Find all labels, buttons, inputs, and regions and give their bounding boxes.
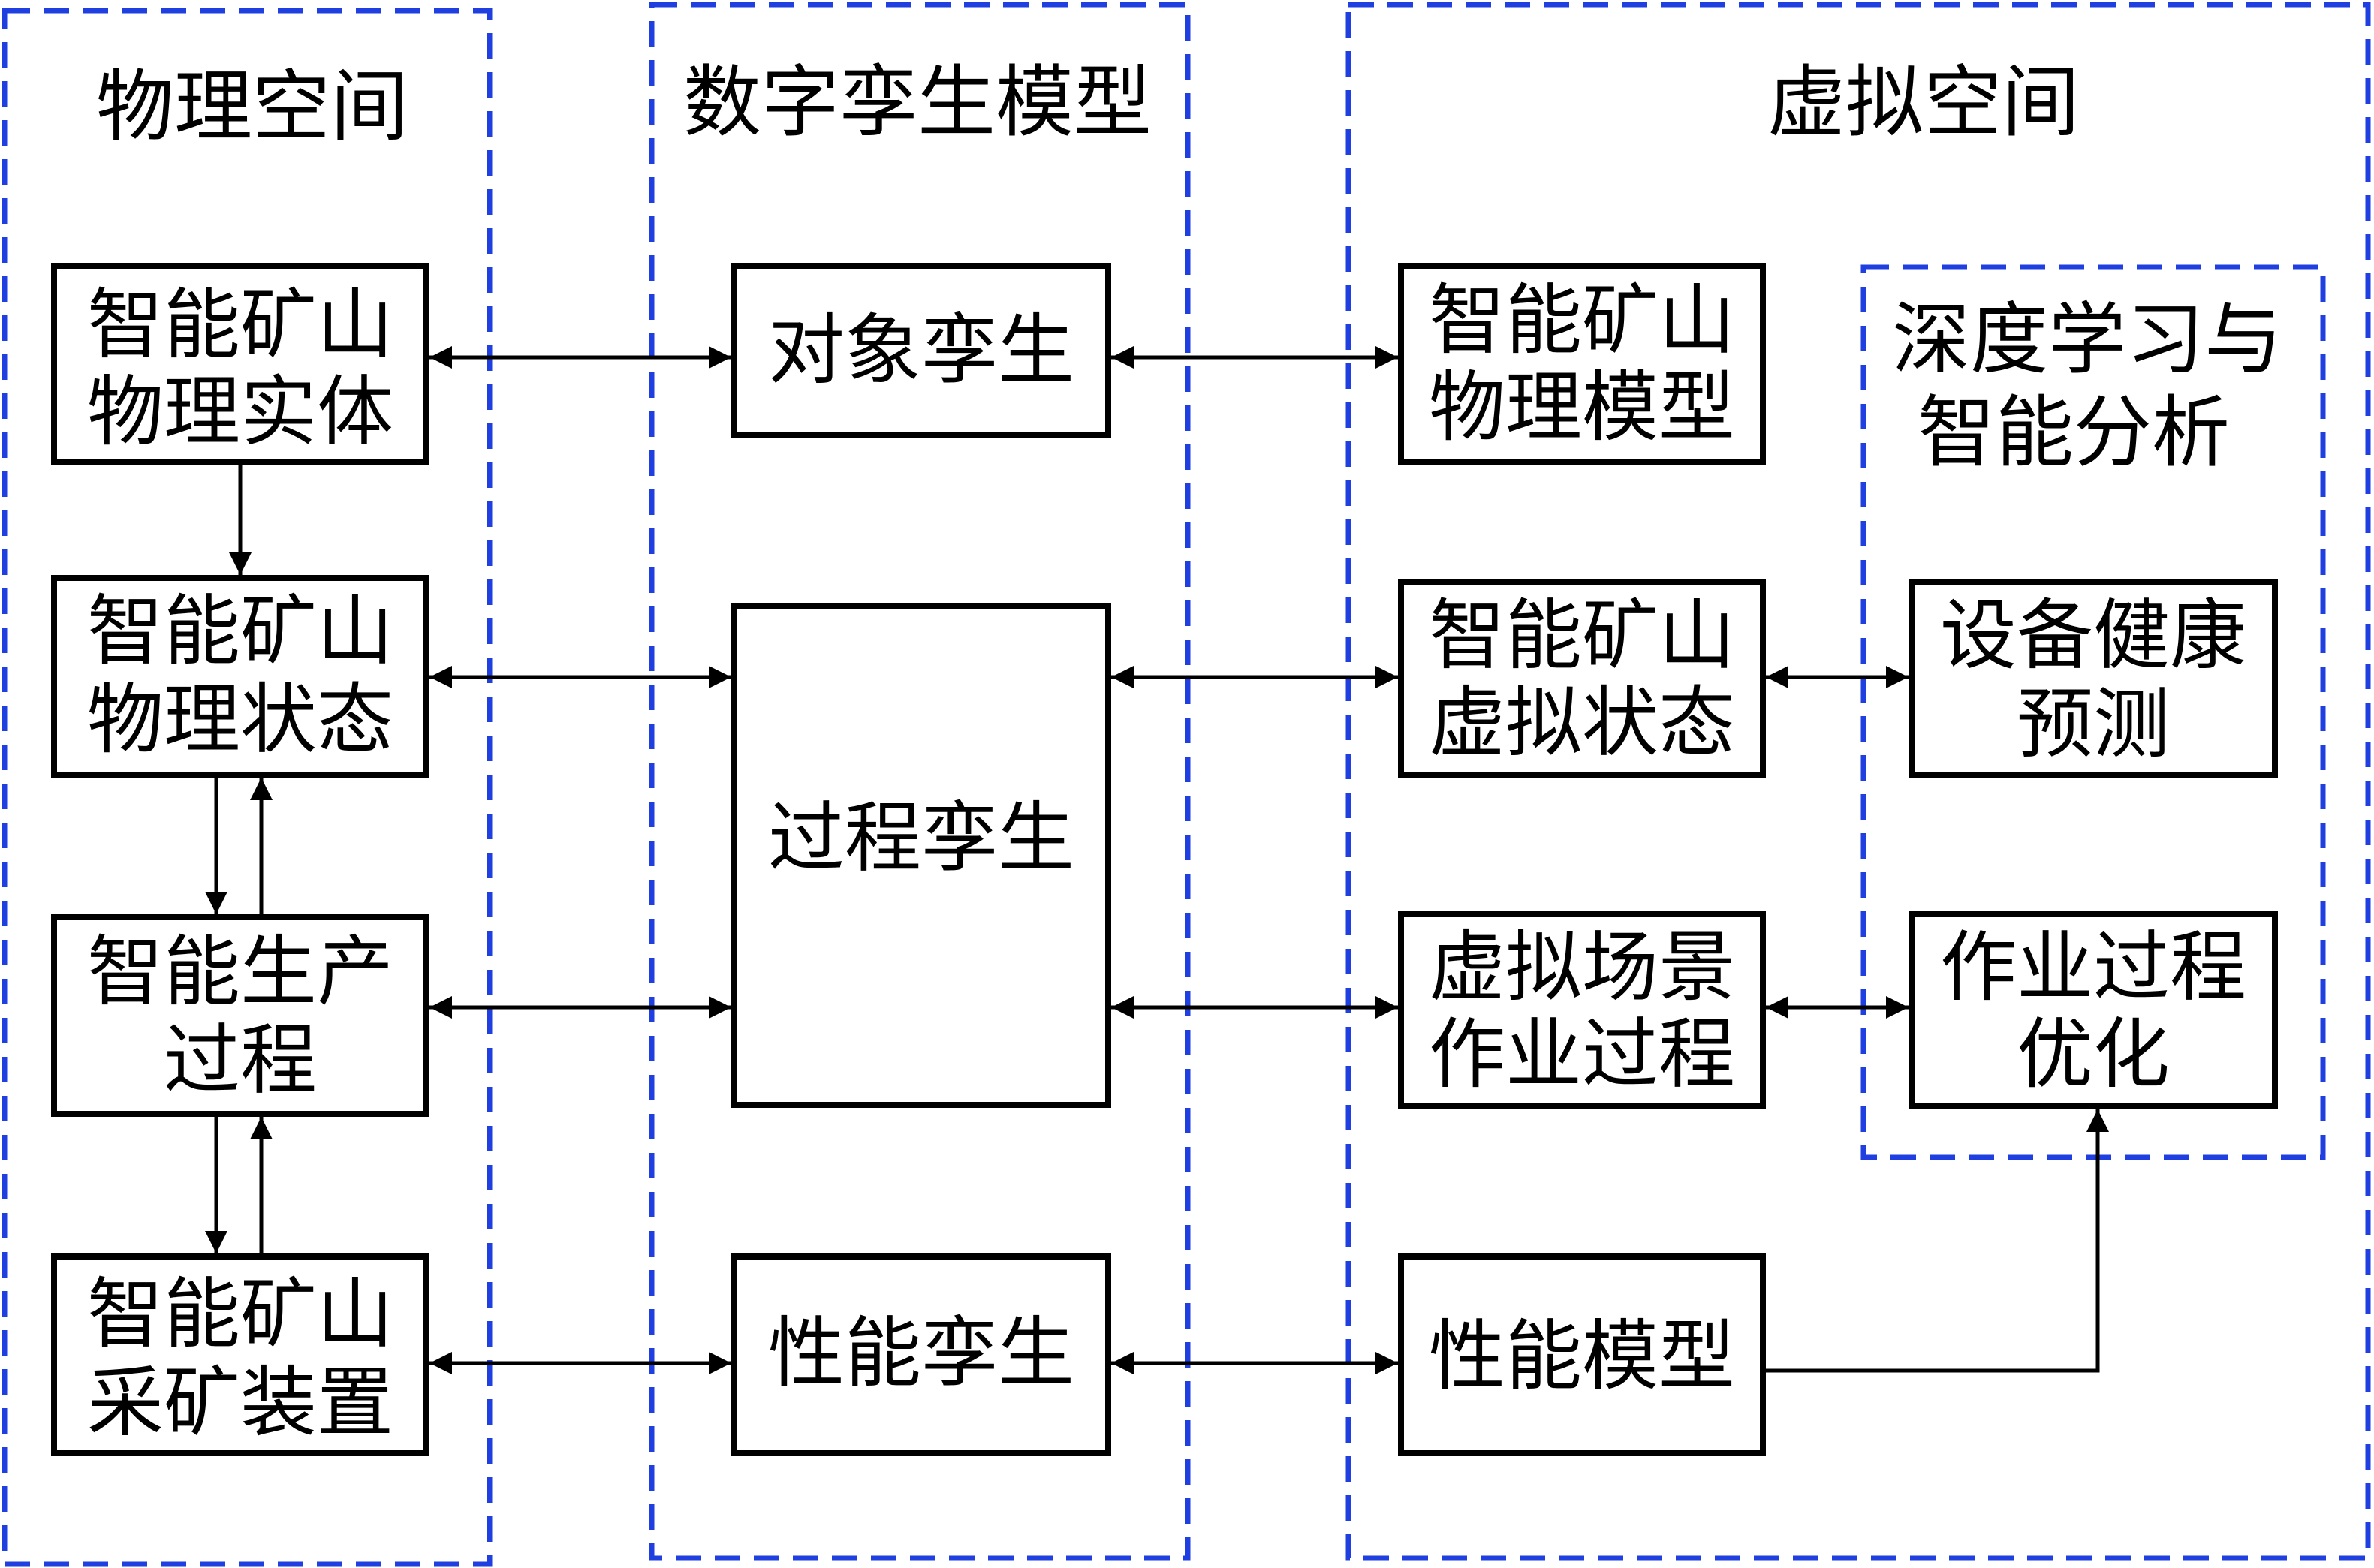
box-label: 过程孪生 xyxy=(768,794,1074,883)
ai-analysis-title-line1: 深度学习与 xyxy=(1892,293,2282,385)
box-label: 智能矿山 xyxy=(87,1270,393,1359)
feedback-arrow xyxy=(1764,1109,2109,1373)
box-label: 设备健康 xyxy=(1940,591,2246,681)
box-scene-process: 虚拟场景 作业过程 xyxy=(1398,911,1766,1109)
ai-analysis-title-line2: 智能分析 xyxy=(1918,387,2230,478)
box-label: 作业过程 xyxy=(1429,1010,1735,1100)
box-label: 物理模型 xyxy=(1429,363,1735,453)
box-label: 采矿装置 xyxy=(87,1359,393,1448)
box-label: 过程 xyxy=(164,1016,317,1106)
box-health-prediction: 设备健康 预测 xyxy=(1909,579,2278,778)
box-virtual-state: 智能矿山 虚拟状态 xyxy=(1398,579,1766,778)
physical-space-title: 物理空间 xyxy=(96,61,408,152)
box-label: 物理状态 xyxy=(87,676,393,765)
physical-space-zone xyxy=(2,8,493,1567)
box-process-twin: 过程孪生 xyxy=(731,603,1111,1108)
box-label: 智能生产 xyxy=(87,928,393,1017)
box-object-twin: 对象孪生 xyxy=(731,263,1111,438)
twin-model-title: 数字孪生模型 xyxy=(683,56,1152,148)
box-process-optimization: 作业过程 优化 xyxy=(1909,911,2278,1109)
box-label: 智能矿山 xyxy=(87,587,393,676)
box-physical-model: 智能矿山 物理模型 xyxy=(1398,263,1766,465)
box-label: 智能矿山 xyxy=(87,281,393,370)
box-label: 对象孪生 xyxy=(768,306,1074,396)
ai-analysis-zone xyxy=(1860,264,2326,1160)
twin-model-zone xyxy=(649,2,1191,1561)
box-mining-device: 智能矿山 采矿装置 xyxy=(51,1253,429,1456)
box-label: 作业过程 xyxy=(1940,923,2246,1013)
box-production-process: 智能生产 过程 xyxy=(51,914,429,1117)
box-label: 预测 xyxy=(2017,680,2170,769)
box-physical-state: 智能矿山 物理状态 xyxy=(51,575,429,778)
virtual-space-title: 虚拟空间 xyxy=(1767,56,2080,148)
box-label: 虚拟状态 xyxy=(1429,679,1735,768)
box-physical-entity: 智能矿山 物理实体 xyxy=(51,263,429,465)
box-performance-model: 性能模型 xyxy=(1398,1253,1766,1456)
box-label: 优化 xyxy=(2017,1010,2170,1100)
box-label: 物理实体 xyxy=(87,368,393,457)
box-label: 性能模型 xyxy=(1429,1312,1735,1401)
box-label: 智能矿山 xyxy=(1429,276,1735,366)
connectors xyxy=(205,346,2109,1374)
virtual-space-zone xyxy=(1345,2,2371,1561)
box-label: 性能孪生 xyxy=(768,1309,1074,1398)
box-performance-twin: 性能孪生 xyxy=(731,1253,1111,1456)
box-label: 虚拟场景 xyxy=(1429,923,1735,1013)
box-label: 智能矿山 xyxy=(1429,591,1735,681)
